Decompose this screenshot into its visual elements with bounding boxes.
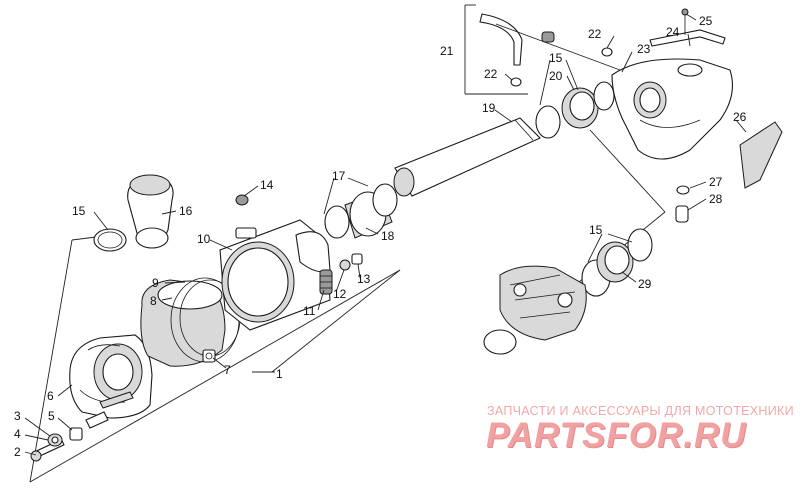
callout-14: 14 [260, 178, 274, 192]
mount-strap [649, 8, 726, 47]
callout-15-lower: 15 [589, 223, 603, 237]
watermark-caption: ЗАПЧАСТИ И АКСЕССУАРЫ ДЛЯ МОТОТЕХНИКИ [487, 404, 794, 418]
callout-22-right: 22 [588, 27, 602, 41]
coupler-boot [324, 183, 398, 239]
hose-clamp-left [93, 228, 127, 252]
throttle-boot-clamps [581, 228, 653, 297]
air-filter-element [140, 277, 241, 367]
mounting-hardware [30, 391, 134, 462]
vent-cap [235, 194, 249, 206]
upper-clamp-and-boot [535, 81, 615, 139]
callout-24: 24 [666, 25, 680, 39]
callout-16: 16 [179, 204, 193, 218]
callout-25: 25 [699, 14, 713, 28]
air-silencer-box [611, 58, 733, 160]
leader-lines [24, 13, 747, 456]
callout-3: 3 [14, 409, 21, 423]
callout-21: 21 [440, 44, 454, 58]
bracket-21 [464, 4, 621, 95]
callout-2: 2 [14, 445, 21, 459]
vent-hose [479, 13, 613, 87]
filter-housing [219, 219, 331, 331]
callout-9: 9 [152, 276, 159, 290]
callout-7: 7 [224, 363, 231, 377]
callout-22-left: 22 [484, 67, 498, 81]
callout-13: 13 [357, 272, 371, 286]
callout-20: 20 [549, 69, 563, 83]
callout-15-upper: 15 [549, 51, 563, 65]
callout-19: 19 [482, 101, 496, 115]
callout-17: 17 [332, 169, 346, 183]
callout-15-left: 15 [72, 204, 86, 218]
callout-26: 26 [733, 110, 747, 124]
assembly-1-bracket [29, 234, 401, 483]
intake-elbow-boot [127, 174, 174, 249]
callout-1: 1 [276, 367, 283, 381]
callout-labels: 1 2 3 4 5 6 7 8 9 10 11 12 13 14 15 15 1… [14, 14, 747, 459]
callout-18: 18 [381, 229, 395, 243]
callout-27: 27 [709, 175, 723, 189]
callout-23: 23 [637, 42, 651, 56]
callout-11: 11 [303, 304, 316, 318]
side-cover-panel [739, 121, 783, 189]
throttle-body [483, 265, 587, 355]
callout-4: 4 [14, 427, 21, 441]
callout-12: 12 [333, 287, 347, 301]
watermark-brand-logo: PARTSFOR.RU [486, 416, 747, 455]
callout-10: 10 [197, 232, 211, 246]
hex-nut [202, 349, 216, 363]
callout-28: 28 [709, 192, 723, 206]
intake-tube [393, 117, 541, 197]
callout-6: 6 [47, 389, 54, 403]
callout-29: 29 [638, 277, 652, 291]
callout-5: 5 [48, 409, 55, 423]
drain-plug [675, 185, 690, 223]
spring-and-fasteners [319, 253, 363, 295]
callout-8: 8 [150, 294, 157, 308]
